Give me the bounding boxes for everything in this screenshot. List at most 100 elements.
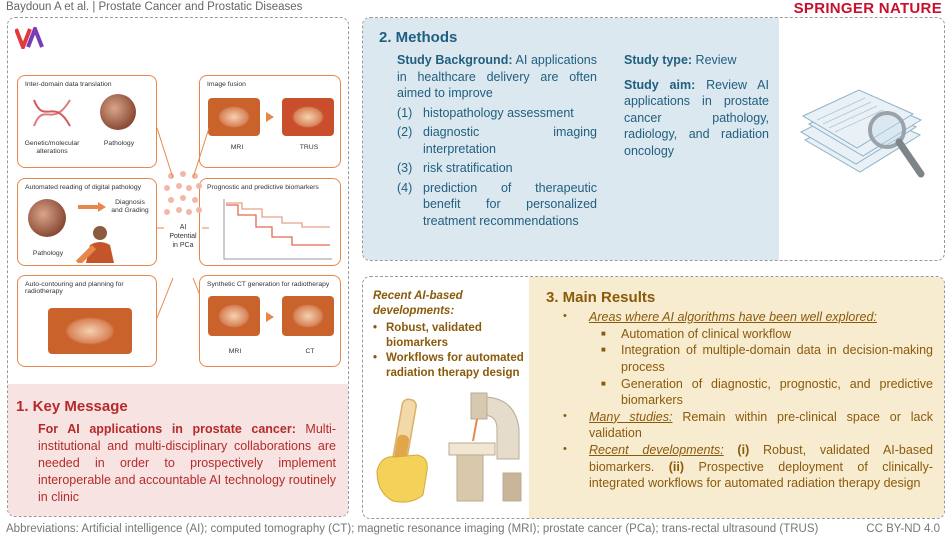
figure-box-inter-domain: Inter-domain data translation Genetic/mo… [17,75,157,168]
survival-curve-icon [223,199,332,260]
recent-ii-marker: (ii) [654,459,685,474]
recent-item-text: Robust, validated biomarkers [386,322,482,349]
figure-box-image-fusion: Image fusion MRI TRUS [199,75,341,168]
list-text: histopathology assessment [423,105,574,120]
results-sub-item: ■Integration of multiple-domain data in … [601,343,933,374]
figure-label: Pathology [32,250,64,257]
abbreviations: Abbreviations: Artificial intelligence (… [6,523,819,535]
list-text: diagnostic imaging interpretation [423,125,597,156]
figure-box-title: Auto-contouring and planning for radioth… [25,281,124,295]
center-label-line: in PCa [172,242,194,250]
explored-label: Areas where AI algorithms have been well… [589,310,877,324]
list-number: (4) [397,180,413,195]
figure-label: Pathology [103,140,135,147]
figure-box-synthetic-ct: Synthetic CT generation for radiotherapy… [199,275,341,367]
recent-developments-label: Recent developments: [589,443,724,457]
results-list-item: •Many studies: Remain within pre-clinica… [563,409,933,441]
recent-list-item: •Robust, validated biomarkers [373,321,533,351]
publisher-logo: SPRINGER NATURE [793,0,942,17]
methods-list-item: (3) risk stratification [397,160,597,177]
results-title: 3. Main Results [546,289,656,306]
study-aim-text: Review AI applications in prostate cance… [624,77,769,158]
arrow-icon [78,205,100,209]
recent-developments-title: Recent AI-based developments: [373,290,463,317]
sub-item-text: Generation of diagnostic, prognostic, an… [621,376,933,408]
figure-label: CT [305,348,315,355]
ai-network-icon [164,171,202,215]
results-sub-item: ■Generation of diagnostic, prognostic, a… [601,376,933,408]
center-label-line: AI [179,224,187,231]
recent-i-marker: (i) [723,443,750,457]
figure-box-title: Inter-domain data translation [25,81,112,88]
study-background-label: Study Background: [397,53,513,67]
mri-scan-image [208,98,260,136]
pathologist-icon [75,226,114,263]
arrow-icon [266,312,274,322]
citation: Baydoun A et al. | Prostate Cancer and P… [6,1,303,13]
figure-label: MRI [228,348,242,355]
key-message-body: Multi-institutional and multi-disciplina… [38,422,336,504]
key-message-lead: For AI applications in prostate cancer: [38,422,296,436]
figure-label: MRI [230,144,244,151]
mri-scan-image [208,296,260,336]
key-message-text: For AI applications in prostate cancer: … [38,421,336,505]
list-number: (3) [397,161,413,175]
methods-panel: 2. Methods Study Background: AI applicat… [362,17,945,261]
license: CC BY-ND 4.0 [866,523,940,535]
figure-panel: Inter-domain data translation Genetic/mo… [7,17,349,517]
methods-background-section: Study Background: AI applications in hea… [397,52,597,229]
figure-label: Genetic/molecular alterations [24,140,80,155]
linac-machine-icon [448,392,522,502]
study-type: Study type: Review [624,52,769,69]
study-background: Study Background: AI applications in hea… [397,52,597,102]
list-text: risk stratification [423,161,513,175]
figure-box-title: Prognostic and predictive biomarkers [207,184,319,191]
results-body: •Areas where AI algorithms have been wel… [563,309,933,492]
ct-scan-image [282,296,334,336]
many-studies-label: Many studies: [589,409,673,424]
sub-item-text: Automation of clinical workflow [621,326,792,341]
list-number: (1) [397,105,413,120]
recent-list-item: •Workflows for automated radiation thera… [373,351,533,381]
key-message-box [8,384,348,516]
center-label-line: Potential [169,233,197,241]
recent-item-text: Workflows for automated radiation therap… [386,351,524,379]
list-number: (2) [397,125,413,139]
methods-study-info: Study type: Review Study aim: Review AI … [624,52,769,159]
trus-scan-image [282,98,334,136]
figure-box-title: Synthetic CT generation for radiotherapy [207,281,330,288]
methods-title: 2. Methods [379,29,458,46]
figure-label: TRUS [299,144,319,151]
recent-ii-text: Prospective deployment of clinically-int… [589,459,933,491]
many-studies-text: Remain within pre-clinical space or lack… [589,409,933,441]
methods-list-item: (4) prediction of therapeutic benefit for… [397,180,597,230]
study-background-text: AI applications in healthcare delivery a… [397,53,597,100]
figure-box-digital-pathology: Automated reading of digital pathology D… [17,178,157,266]
figure-box-contouring: Auto-contouring and planning for radioth… [17,275,157,367]
figure-box-biomarkers: Prognostic and predictive biomarkers [199,178,341,266]
recent-i-text: Robust, validated AI-based biomarkers. [589,443,933,474]
results-list-item: •Recent developments: (i) Robust, valida… [563,443,933,491]
arrow-icon [266,112,274,122]
documents-magnifier-icon [799,89,925,178]
list-text: prediction of therapeutic benefit for pe… [423,180,597,228]
arrow-icon [98,202,106,212]
study-type-label: Study type: [624,53,693,67]
sub-item-text: Integration of multiple-domain data in d… [621,343,933,374]
pathology-cell-icon [28,199,66,237]
dna-icon [33,99,71,127]
figure-box-title: Automated reading of digital pathology [25,184,142,191]
study-aim: Study aim: Review AI applications in pro… [624,77,769,160]
results-list-item: •Areas where AI algorithms have been wel… [563,310,877,324]
study-type-text: Review [692,53,737,67]
va-logo-icon [15,27,44,49]
contour-scan-image [48,308,132,354]
figure-label: Diagnosis and Grading [111,199,149,214]
recent-developments-list: •Robust, validated biomarkers •Workflows… [373,321,533,381]
methods-list-item: (2) diagnostic imaging interpretation [397,124,597,157]
figure-box-title: Image fusion [207,81,246,88]
results-sub-item: ■Automation of clinical workflow [563,326,933,343]
results-panel: Recent AI-based developments: •Robust, v… [362,276,945,519]
methods-list-item: (1) histopathology assessment [397,105,597,122]
pathology-cell-icon [100,94,136,130]
